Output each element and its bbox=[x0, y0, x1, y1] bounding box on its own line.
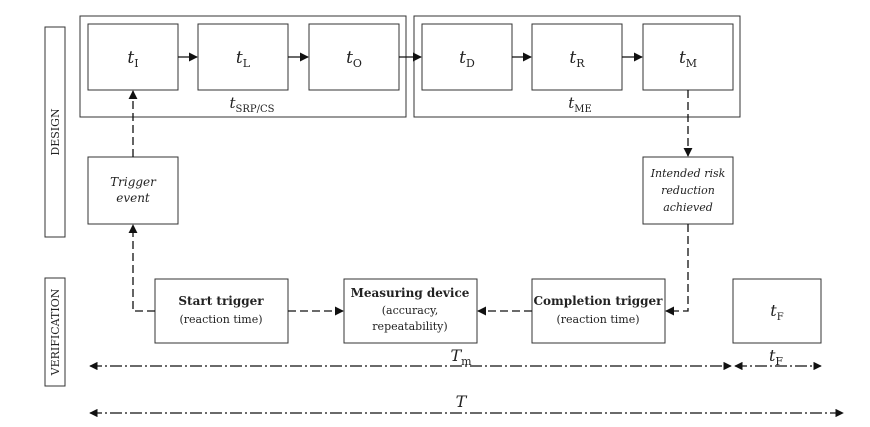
srp-cs-label: tSRP/CS bbox=[229, 94, 274, 115]
srp-cs-group bbox=[79, 15, 407, 118]
design-side-label: DESIGN bbox=[44, 26, 66, 238]
svg-text:Measuring device: Measuring device bbox=[351, 286, 470, 300]
box-t-m: tM bbox=[642, 23, 734, 91]
completion-trigger-box: Completion trigger (reaction time) bbox=[531, 278, 666, 344]
box-t-f: tF bbox=[732, 278, 822, 344]
box-t-o: tO bbox=[308, 23, 400, 91]
svg-text:tO: tO bbox=[346, 48, 362, 70]
svg-text:Start trigger: Start trigger bbox=[178, 294, 264, 308]
svg-text:tM: tM bbox=[679, 48, 697, 70]
svg-text:event: event bbox=[116, 191, 150, 205]
svg-text:(reaction time): (reaction time) bbox=[556, 313, 639, 326]
svg-text:tF: tF bbox=[770, 301, 783, 323]
svg-text:Intended risk: Intended risk bbox=[650, 167, 726, 180]
svg-text:achieved: achieved bbox=[663, 201, 713, 214]
intended-risk-box: Intended risk reduction achieved bbox=[642, 156, 734, 225]
box-t-r: tR bbox=[531, 23, 623, 91]
me-label: tME bbox=[568, 94, 592, 115]
svg-text:tD: tD bbox=[459, 48, 475, 70]
svg-text:(reaction time): (reaction time) bbox=[179, 313, 262, 326]
svg-text:reduction: reduction bbox=[661, 184, 715, 197]
dim-label-tm: Tm bbox=[450, 346, 472, 368]
svg-text:VERIFICATION: VERIFICATION bbox=[49, 288, 62, 376]
box-t-d: tD bbox=[421, 23, 513, 91]
svg-text:tR: tR bbox=[569, 48, 585, 70]
measuring-device-box: Measuring device (accuracy, repeatabilit… bbox=[343, 278, 478, 344]
arrow-risk-to-completion bbox=[665, 224, 689, 316]
svg-text:tI: tI bbox=[127, 48, 138, 70]
trigger-event-box: Trigger event bbox=[87, 156, 179, 225]
verification-side-label: VERIFICATION bbox=[44, 277, 66, 387]
svg-text:DESIGN: DESIGN bbox=[49, 108, 62, 156]
arrow-start-to-trigger bbox=[128, 224, 155, 312]
svg-text:(accuracy,: (accuracy, bbox=[382, 304, 438, 317]
box-t-i: tI bbox=[87, 23, 179, 91]
svg-text:repeatability): repeatability) bbox=[372, 320, 447, 333]
svg-text:Completion trigger: Completion trigger bbox=[533, 294, 663, 308]
box-t-l: tL bbox=[197, 23, 289, 91]
me-group bbox=[413, 15, 741, 118]
start-trigger-box: Start trigger (reaction time) bbox=[154, 278, 289, 344]
svg-text:Trigger: Trigger bbox=[110, 175, 157, 189]
dim-label-tf: tF bbox=[769, 346, 783, 368]
dim-label-total: T bbox=[456, 392, 468, 411]
svg-text:tL: tL bbox=[236, 48, 251, 70]
